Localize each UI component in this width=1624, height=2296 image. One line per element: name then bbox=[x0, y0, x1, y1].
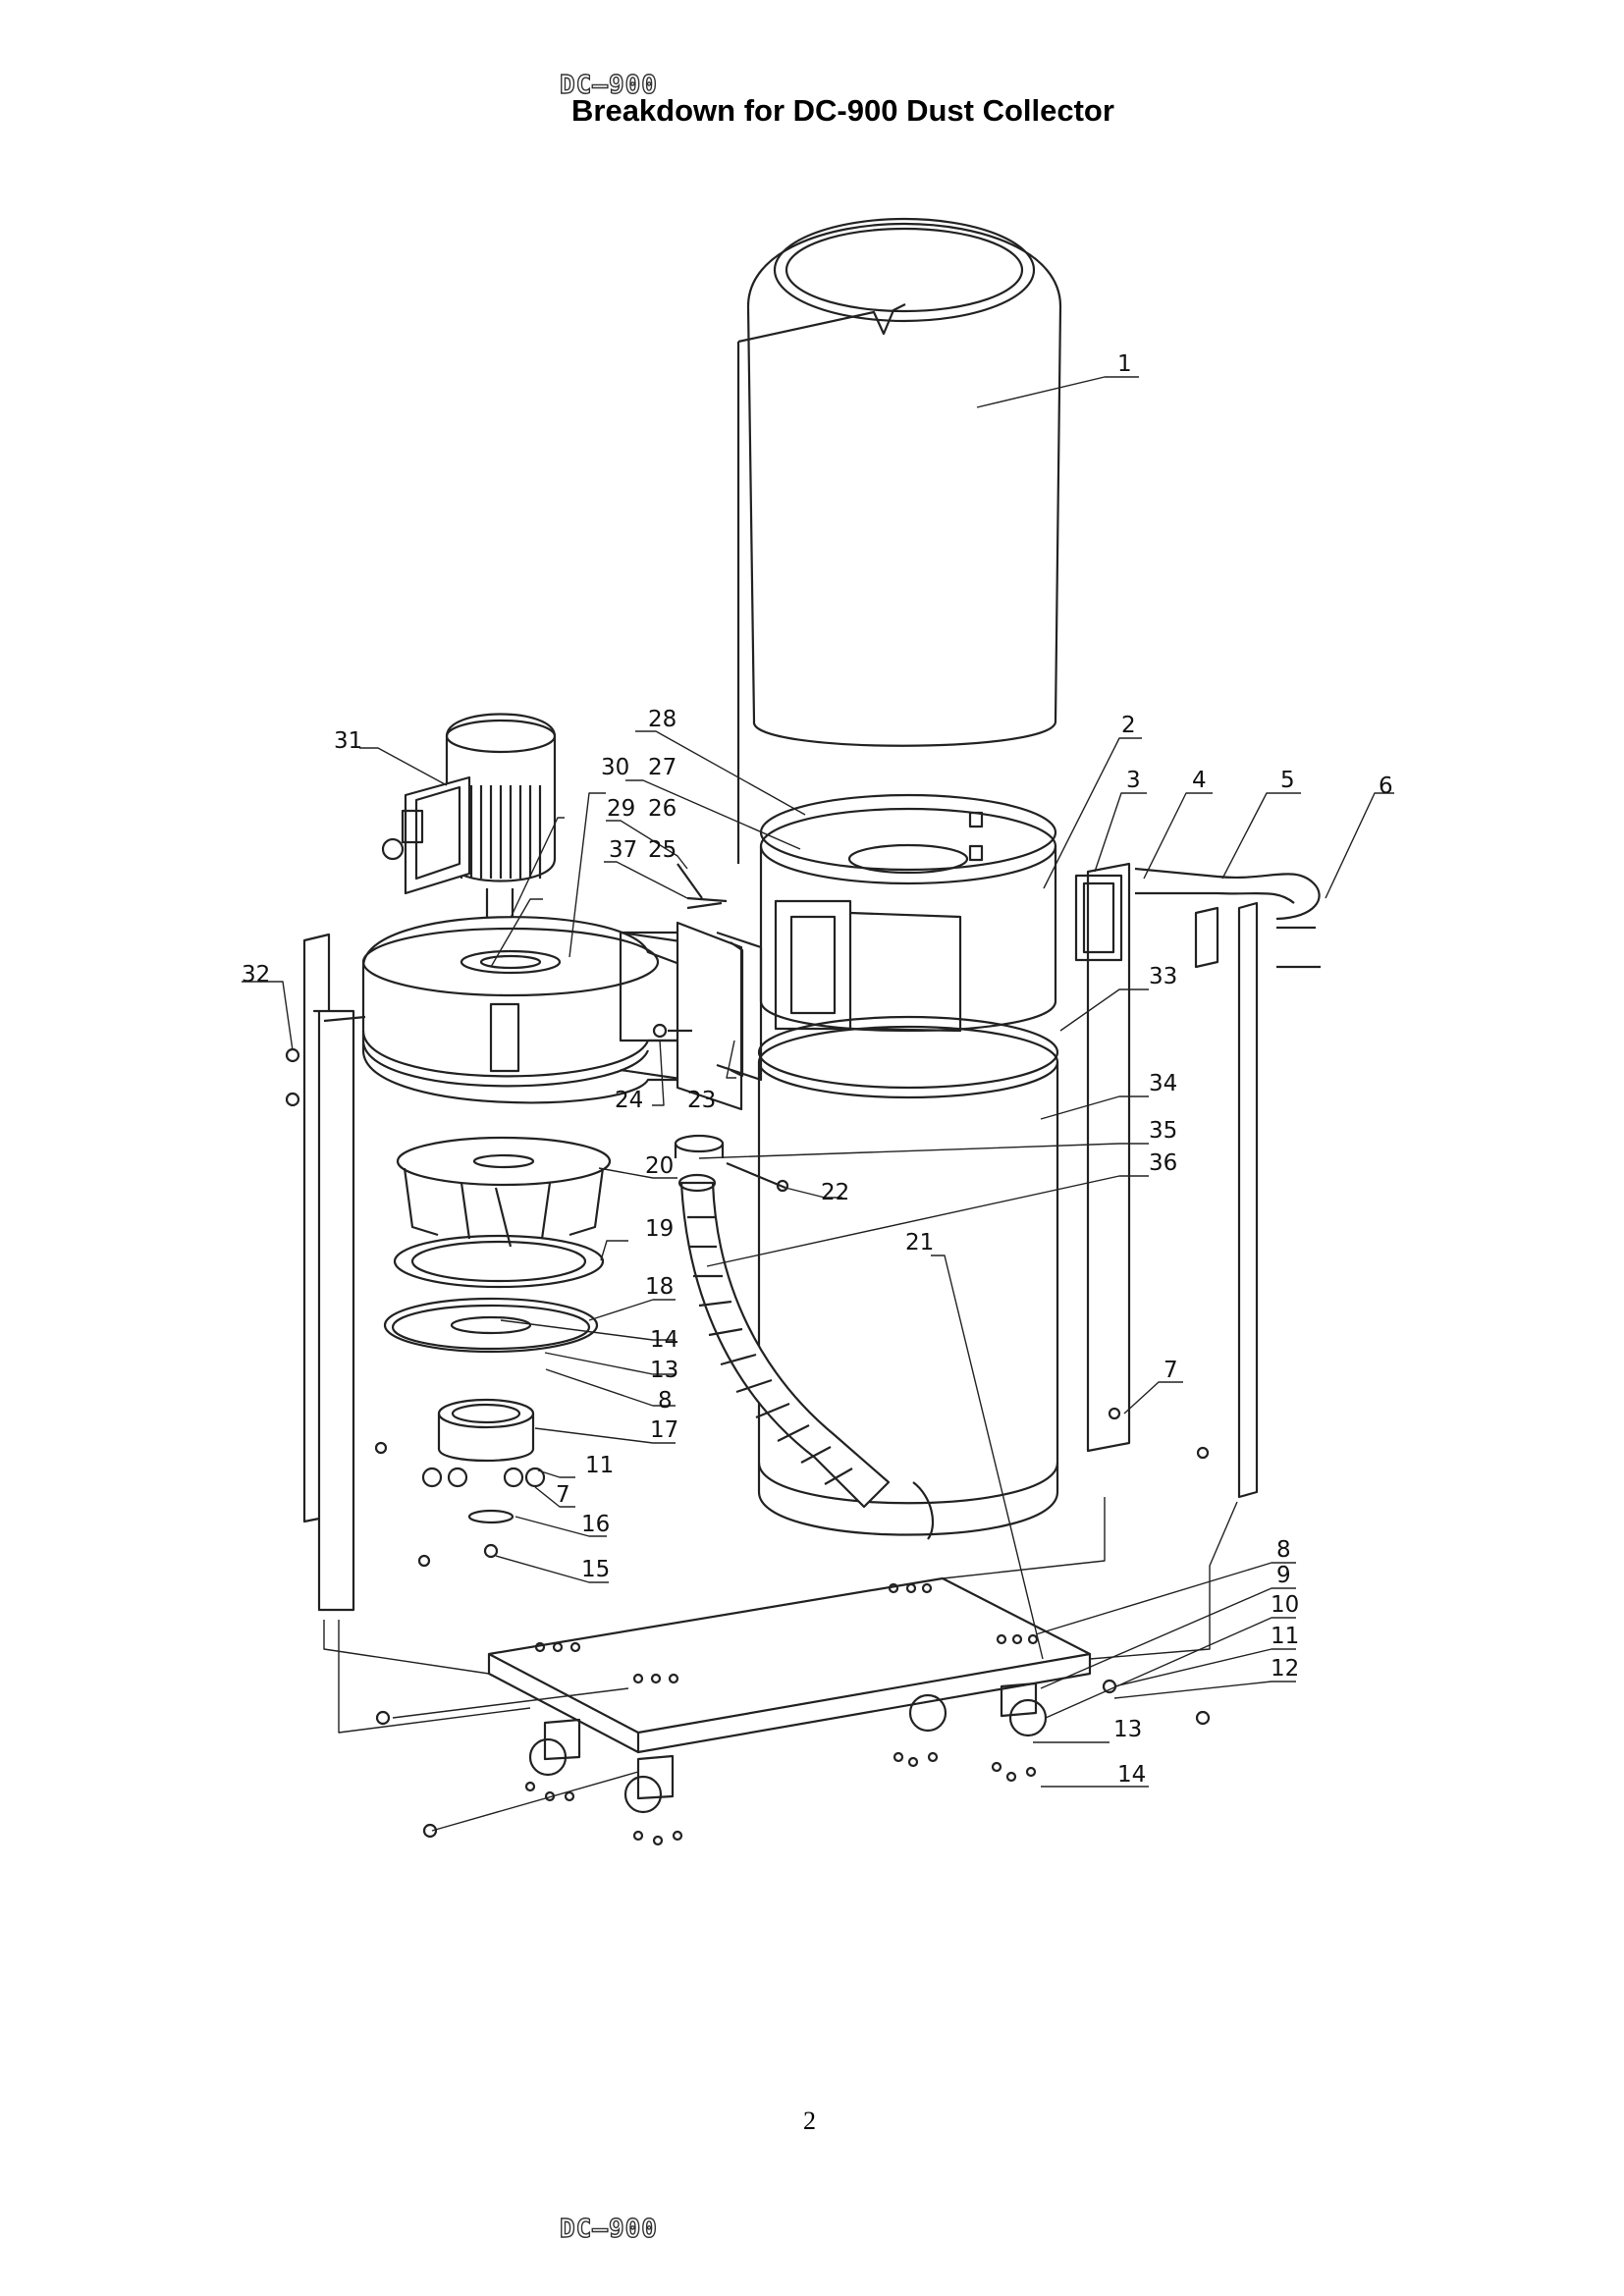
fasteners-drawing bbox=[374, 863, 1211, 1846]
callout-36: 36 bbox=[1149, 1150, 1177, 1176]
callout-10: 10 bbox=[1271, 1592, 1299, 1618]
callout-33: 33 bbox=[1149, 964, 1177, 989]
callout-26: 26 bbox=[648, 796, 677, 822]
handle-drawing bbox=[1134, 867, 1321, 969]
inlet-ring-drawing bbox=[437, 1398, 535, 1463]
gasket-ring-drawing bbox=[393, 1234, 605, 1289]
drawing-group bbox=[242, 217, 1394, 1846]
callout-6: 6 bbox=[1379, 774, 1393, 799]
callout-25: 25 bbox=[648, 837, 677, 863]
collector-lower-drum-drawing bbox=[757, 1015, 1059, 1536]
callout-8-b: 8 bbox=[658, 1388, 673, 1414]
callout-23: 23 bbox=[687, 1088, 716, 1113]
hose-clamp-drawing bbox=[726, 1161, 789, 1193]
page-number: 2 bbox=[803, 2107, 816, 2135]
motor-drawing bbox=[381, 713, 557, 939]
callout-14: 14 bbox=[1117, 1762, 1146, 1788]
callout-28: 28 bbox=[648, 707, 677, 732]
callout-18: 18 bbox=[645, 1274, 674, 1300]
callout-35: 35 bbox=[1149, 1118, 1177, 1144]
callout-22: 22 bbox=[821, 1180, 849, 1205]
callout-14-b: 14 bbox=[650, 1327, 678, 1353]
base-platform-drawing bbox=[487, 1576, 1092, 1754]
page-title: Breakdown for DC-900 Dust Collector bbox=[571, 93, 1114, 128]
callout-1: 1 bbox=[1117, 351, 1132, 377]
blower-housing-drawing bbox=[361, 916, 689, 1104]
callout-21: 21 bbox=[905, 1230, 934, 1255]
callout-9: 9 bbox=[1276, 1563, 1291, 1588]
callout-4: 4 bbox=[1192, 768, 1207, 793]
callout-16: 16 bbox=[581, 1512, 610, 1537]
callout-17: 17 bbox=[650, 1417, 678, 1443]
callout-11: 11 bbox=[1271, 1624, 1299, 1649]
flange-plates-drawing bbox=[652, 921, 763, 1111]
callout-11-b: 11 bbox=[585, 1453, 614, 1478]
footer-logo: DC–900 bbox=[559, 2214, 658, 2244]
callout-34: 34 bbox=[1149, 1071, 1177, 1096]
callout-19: 19 bbox=[645, 1216, 674, 1242]
header-logo: DC–900 bbox=[559, 70, 658, 100]
callout-27: 27 bbox=[648, 755, 677, 780]
callout-5: 5 bbox=[1280, 768, 1295, 793]
casters-drawing bbox=[528, 1682, 1048, 1814]
callout-37: 37 bbox=[609, 837, 637, 863]
callout-32: 32 bbox=[242, 962, 270, 988]
callout-20: 20 bbox=[645, 1153, 674, 1179]
callout-labels: 1 2 3 4 5 6 7 7 8 8 9 10 11 11 12 13 13 … bbox=[242, 351, 1393, 1788]
callout-7: 7 bbox=[1164, 1358, 1178, 1383]
callout-29: 29 bbox=[607, 796, 635, 822]
callout-13: 13 bbox=[1113, 1717, 1142, 1742]
callout-24: 24 bbox=[615, 1088, 643, 1113]
filter-bag-drawing bbox=[736, 217, 1062, 864]
callout-13-b: 13 bbox=[650, 1358, 678, 1383]
collector-drum-drawing bbox=[759, 793, 1057, 1033]
inlet-plate-drawing bbox=[383, 1297, 599, 1354]
callout-8: 8 bbox=[1276, 1537, 1291, 1563]
callout-3: 3 bbox=[1126, 768, 1141, 793]
right-upright-drawing bbox=[1074, 862, 1259, 1499]
callout-12: 12 bbox=[1271, 1656, 1299, 1682]
left-upright-drawing bbox=[285, 933, 366, 1612]
callout-30: 30 bbox=[601, 755, 629, 780]
callout-2: 2 bbox=[1121, 713, 1136, 738]
callout-7-b: 7 bbox=[556, 1482, 570, 1508]
callout-15: 15 bbox=[581, 1557, 610, 1582]
flex-hose-drawing bbox=[674, 1134, 935, 1540]
leader-lines bbox=[242, 376, 1394, 1832]
impeller-drawing bbox=[396, 1136, 612, 1248]
callout-31: 31 bbox=[334, 728, 362, 754]
